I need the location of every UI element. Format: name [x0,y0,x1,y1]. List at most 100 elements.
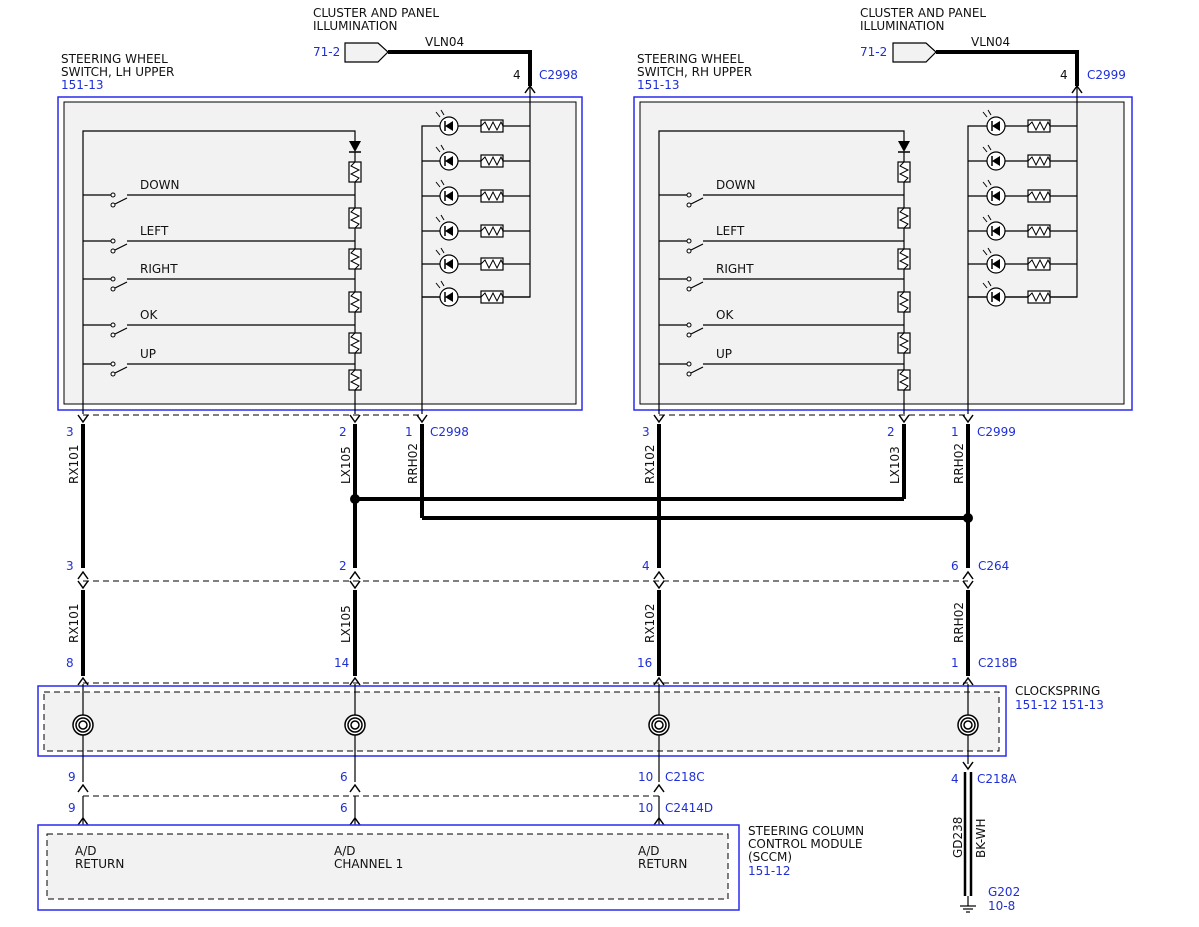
sccm-module: A/D RETURN A/D CHANNEL 1 A/D RETURN STEE… [37,824,864,911]
c2999-pin-2: 2 [887,425,895,439]
c2998-pin-3: 3 [66,425,74,439]
wire-label-rx101-upper: RX101 [67,445,81,484]
c2998-pin-2: 2 [339,425,347,439]
c218c-pin-6: 6 [340,770,348,784]
c218b-pin-1: 1 [951,656,959,670]
switch-rh-label-left: LEFT [716,224,745,238]
illum-right-connector: C2999 [1087,68,1126,82]
c2998-pin-1: 1 [405,425,413,439]
clockspring-title: CLOCKSPRING [1015,684,1100,698]
c264-pin-2: 2 [339,559,347,573]
c2414d-pin-9: 9 [68,801,76,815]
ground-name: G202 [988,885,1020,899]
wire-label-rrh02-rh: RRH02 [952,443,966,484]
c264-label: C264 [978,559,1009,573]
switch-lh-button-left: LEFT [83,224,355,254]
wire-label-rrh02-lh: RRH02 [406,443,420,484]
illum-left-circuit: VLN04 [425,35,464,49]
c2414d-pin-6: 6 [340,801,348,815]
c2999-pin-3: 3 [642,425,650,439]
wire-label-rx102-upper: RX102 [643,445,657,484]
connector-c218b: 8 14 16 1 C218B [66,656,1018,686]
wire-label-rx101-lower: RX101 [67,604,81,643]
illum-right-wire [936,50,1079,86]
illum-right-circuit: VLN04 [971,35,1010,49]
sccm-title-3: (SCCM) [748,850,792,864]
clockspring-coil-3 [648,714,670,736]
switch-rh-label-ok: OK [716,308,734,322]
switch-lh-led-array [421,86,531,414]
illum-left-wire [388,50,532,86]
c2998-label: C2998 [430,425,469,439]
c264-pin-6: 6 [951,559,959,573]
ground-ref: 10-8 [988,899,1015,913]
c2414d-label: C2414D [665,801,713,815]
c218b-pin-8: 8 [66,656,74,670]
switch-lh-label-right: RIGHT [140,262,178,276]
switch-rh-label-right: RIGHT [716,262,754,276]
c218c-label: C218C [665,770,705,784]
switch-rh-ref: 151-13 [637,78,680,92]
illum-right-connector-icon [892,42,937,63]
switch-lh-module: STEERING WHEEL SWITCH, LH UPPER 151-13 D… [57,52,583,414]
illum-left-title-2: ILLUMINATION [313,19,398,33]
switch-rh-button-ok: OK [659,308,904,338]
c218c-pin-9: 9 [68,770,76,784]
switch-lh-title-1: STEERING WHEEL [61,52,168,66]
switch-rh-label-up: UP [716,347,732,361]
connector-c264: 3 2 4 6 C264 [66,559,1009,589]
illum-left-connector: C2998 [539,68,578,82]
switch-lh-label-left: LEFT [140,224,169,238]
illumination-source-left: CLUSTER AND PANEL ILLUMINATION 71-2 VLN0… [313,6,578,94]
sccm-input-2-line2: CHANNEL 1 [334,857,403,871]
switch-rh-button-down: DOWN [659,178,904,208]
sccm-ref: 151-12 [748,864,791,878]
sccm-title-1: STEERING COLUMN [748,824,864,838]
clockspring-coil-2 [344,714,366,736]
harness-middle: RX101 LX105 RX102 RRH02 [67,590,970,676]
switch-rh-title-1: STEERING WHEEL [637,52,744,66]
switch-lh-button-right: RIGHT [83,262,355,292]
c218a-label: C218A [977,772,1017,786]
sccm-input-3-line1: A/D [638,844,660,858]
switch-lh-label-up: UP [140,347,156,361]
switch-lh-label-ok: OK [140,308,158,322]
switch-lh-label-down: DOWN [140,178,180,192]
wire-label-lx105-lower: LX105 [339,605,353,643]
illum-left-ref: 71-2 [313,45,340,59]
c218b-pin-14: 14 [334,656,349,670]
sccm-input-2-line1: A/D [334,844,356,858]
illumination-source-right: CLUSTER AND PANEL ILLUMINATION 71-2 VLN0… [860,6,1126,94]
switch-lh-ref: 151-13 [61,78,104,92]
illum-right-pin: 4 [1060,68,1068,82]
switch-rh-title-2: SWITCH, RH UPPER [637,65,752,79]
switch-rh-module: STEERING WHEEL SWITCH, RH UPPER 151-13 D… [633,52,1133,414]
wire-label-lx105-upper: LX105 [339,446,353,484]
wire-color-bk-wh: BK-WH [974,818,988,858]
c218c-pin-10: 10 [638,770,653,784]
wire-label-rrh02-lower: RRH02 [952,602,966,643]
ground-circuit: 4 C218A GD238 BK-WH G202 10-8 [951,761,1020,913]
wire-label-rx102-lower: RX102 [643,604,657,643]
sccm-input-1-line2: RETURN [75,857,124,871]
switch-rh-label-down: DOWN [716,178,756,192]
clockspring-refs: 151-12 151-13 [1015,698,1104,712]
splice-rrh [963,513,973,523]
illum-left-title-1: CLUSTER AND PANEL [313,6,439,20]
illum-right-title-2: ILLUMINATION [860,19,945,33]
c2999-pin-1: 1 [951,425,959,439]
c2414d-pin-10: 10 [638,801,653,815]
switch-lh-button-down: DOWN [83,178,355,208]
clockspring-coil-4 [957,714,979,736]
connector-c2999-pins: 3 2 1 C2999 [642,414,1016,439]
connector-c218c: 9 6 10 C218C [68,770,705,793]
clockspring-coil-1 [72,714,94,736]
wire-label-lx103: LX103 [888,446,902,484]
switch-rh-button-up: UP [659,347,904,377]
splice-lx [350,494,360,504]
c2999-label: C2999 [977,425,1016,439]
c218b-pin-16: 16 [637,656,652,670]
sccm-input-1-line1: A/D [75,844,97,858]
harness-upper: RX101 LX105 RRH02 RX102 LX103 RRH02 [67,424,973,568]
